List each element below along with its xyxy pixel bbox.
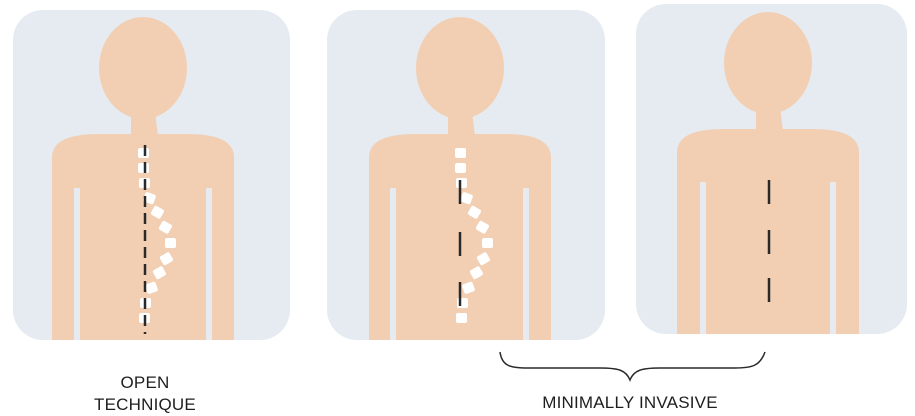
panel-minimally-invasive-2 <box>636 4 907 334</box>
minimally-invasive-label: MINIMALLY INVASIVE <box>520 392 740 414</box>
grouping-brace <box>500 352 765 380</box>
panel-minimally-invasive-1 <box>327 10 605 340</box>
panel-open-technique <box>13 10 290 340</box>
open-technique-label-line2: TECHNIQUE <box>90 394 200 416</box>
open-technique-label: OPEN TECHNIQUE <box>90 372 200 416</box>
open-technique-label-line1: OPEN <box>90 372 200 394</box>
